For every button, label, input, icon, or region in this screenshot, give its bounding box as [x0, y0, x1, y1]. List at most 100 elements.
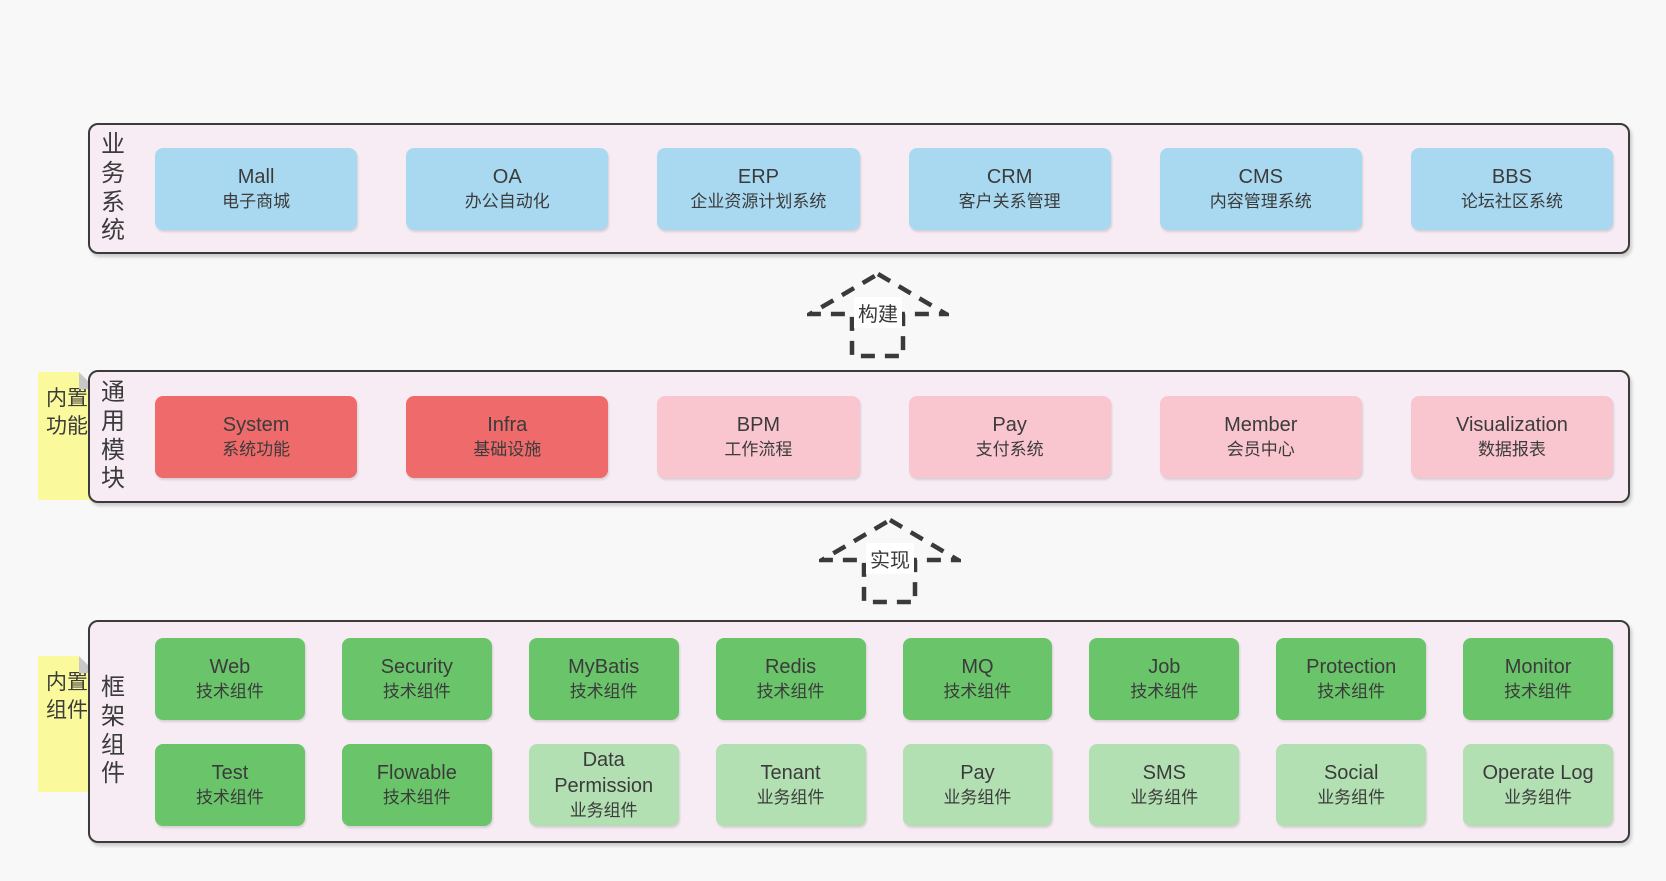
box-subtitle: 工作流程: [724, 439, 793, 459]
arrow-build-label: 构建: [854, 297, 902, 328]
box-subtitle: 业务组件: [943, 787, 1012, 807]
box-security: Security 技术组件: [341, 637, 492, 720]
box-bpm: BPM 工作流程: [657, 395, 860, 478]
box-title: Test: [211, 761, 249, 784]
box-title: Security: [380, 655, 453, 678]
box-subtitle: 技术组件: [1317, 681, 1386, 701]
box-subtitle: 论坛社区系统: [1460, 191, 1563, 211]
box-subtitle: 技术组件: [1130, 681, 1199, 701]
box-subtitle: 内容管理系统: [1209, 191, 1312, 211]
box-title: Mall: [237, 165, 275, 188]
arrow-implement: 实现: [819, 517, 961, 605]
box-protection: Protection 技术组件: [1276, 637, 1427, 720]
box-title: Data Permission: [554, 748, 654, 797]
box-title: Operate Log: [1482, 761, 1594, 784]
common-modules-box-row: System 系统功能 Infra 基础设施 BPM 工作流程 Pay 支付系统 Member 会…: [155, 395, 1614, 478]
box-visualization: Visualization 数据报表: [1410, 395, 1614, 478]
box-subtitle: 技术组件: [195, 681, 264, 701]
box-title: MyBatis: [568, 655, 640, 678]
box-subtitle: 基础设施: [473, 439, 542, 459]
box-pay: Pay 支付系统: [908, 395, 1111, 478]
box-subtitle: 业务组件: [1317, 787, 1386, 807]
box-crm: CRM 客户关系管理: [908, 147, 1111, 230]
box-subtitle: 会员中心: [1226, 439, 1295, 459]
box-title: Tenant: [760, 761, 821, 784]
box-title: Flowable: [376, 761, 457, 784]
box-title: System: [222, 413, 290, 436]
box-subtitle: 客户关系管理: [958, 191, 1061, 211]
box-social: Social 业务组件: [1276, 743, 1427, 826]
box-title: Pay: [992, 413, 1027, 436]
box-subtitle: 办公自动化: [464, 191, 550, 211]
layer-side-label: 业务系统: [101, 130, 125, 245]
box-title: Redis: [764, 655, 817, 678]
box-title: Monitor: [1504, 655, 1572, 678]
box-subtitle: 企业资源计划系统: [690, 191, 827, 211]
box-title: ERP: [737, 165, 779, 188]
box-mall: Mall 电子商城: [155, 147, 358, 230]
dashed-up-arrow-icon: [807, 271, 949, 359]
box-cms: CMS 内容管理系统: [1159, 147, 1362, 230]
box-title: MQ: [961, 655, 994, 678]
box-infra: Infra 基础设施: [406, 395, 609, 478]
box-title: Visualization: [1455, 413, 1568, 436]
box-subtitle: 技术组件: [943, 681, 1012, 701]
dashed-up-arrow-icon: [819, 517, 961, 605]
box-test: Test 技术组件: [155, 743, 305, 826]
box-bbs: BBS 论坛社区系统: [1410, 147, 1614, 230]
box-erp: ERP 企业资源计划系统: [657, 147, 860, 230]
box-title: Social: [1323, 761, 1379, 784]
box-title: CMS: [1238, 165, 1283, 188]
box-subtitle: 业务组件: [1504, 787, 1573, 807]
box-subtitle: 业务组件: [756, 787, 825, 807]
box-subtitle: 业务组件: [1130, 787, 1199, 807]
box-subtitle: 技术组件: [756, 681, 825, 701]
box-web: Web 技术组件: [155, 637, 305, 720]
box-title: Pay: [960, 761, 995, 784]
box-operate-log: Operate Log 业务组件: [1463, 743, 1613, 826]
box-flowable: Flowable 技术组件: [341, 743, 492, 826]
arrow-implement-label: 实现: [866, 543, 914, 574]
sticky-label: 内置功能: [46, 387, 88, 438]
box-monitor: Monitor 技术组件: [1463, 637, 1613, 720]
box-title: Infra: [487, 413, 528, 436]
box-subtitle: 技术组件: [382, 681, 451, 701]
arrow-build: 构建: [807, 271, 949, 359]
box-title: Job: [1148, 655, 1181, 678]
box-title: Protection: [1306, 655, 1397, 678]
box-title: OA: [492, 165, 522, 188]
box-subtitle: 技术组件: [382, 787, 451, 807]
box-title: SMS: [1142, 761, 1186, 784]
box-subtitle: 数据报表: [1477, 439, 1546, 459]
box-subtitle: 技术组件: [195, 787, 264, 807]
box-oa: OA 办公自动化: [406, 147, 609, 230]
box-sms: SMS 业务组件: [1089, 743, 1240, 826]
box-subtitle: 电子商城: [222, 191, 291, 211]
layer-side-label: 框架组件: [101, 673, 125, 788]
layer-business-systems: 业务系统 Mall 电子商城 OA 办公自动化 ERP 企业资源计划系统 CRM 客户关系管理…: [88, 123, 1630, 254]
sticky-note-built-in-features: 内置功能: [38, 372, 96, 500]
box-pay: Pay 业务组件: [902, 743, 1053, 826]
box-job: Job 技术组件: [1089, 637, 1240, 720]
box-mybatis: MyBatis 技术组件: [528, 637, 679, 720]
box-subtitle: 技术组件: [569, 681, 638, 701]
box-redis: Redis 技术组件: [715, 637, 866, 720]
business-systems-box-row: Mall 电子商城 OA 办公自动化 ERP 企业资源计划系统 CRM 客户关系管理 CMS 内容…: [155, 147, 1614, 230]
box-title: BPM: [736, 413, 781, 436]
box-tenant: Tenant 业务组件: [715, 743, 866, 826]
box-title: Member: [1224, 413, 1298, 436]
box-title: BBS: [1491, 165, 1532, 188]
box-system: System 系统功能: [155, 395, 358, 478]
box-subtitle: 支付系统: [975, 439, 1044, 459]
box-title: CRM: [986, 165, 1033, 188]
box-title: Web: [209, 655, 251, 678]
box-subtitle: 技术组件: [1504, 681, 1573, 701]
box-subtitle: 系统功能: [222, 439, 291, 459]
